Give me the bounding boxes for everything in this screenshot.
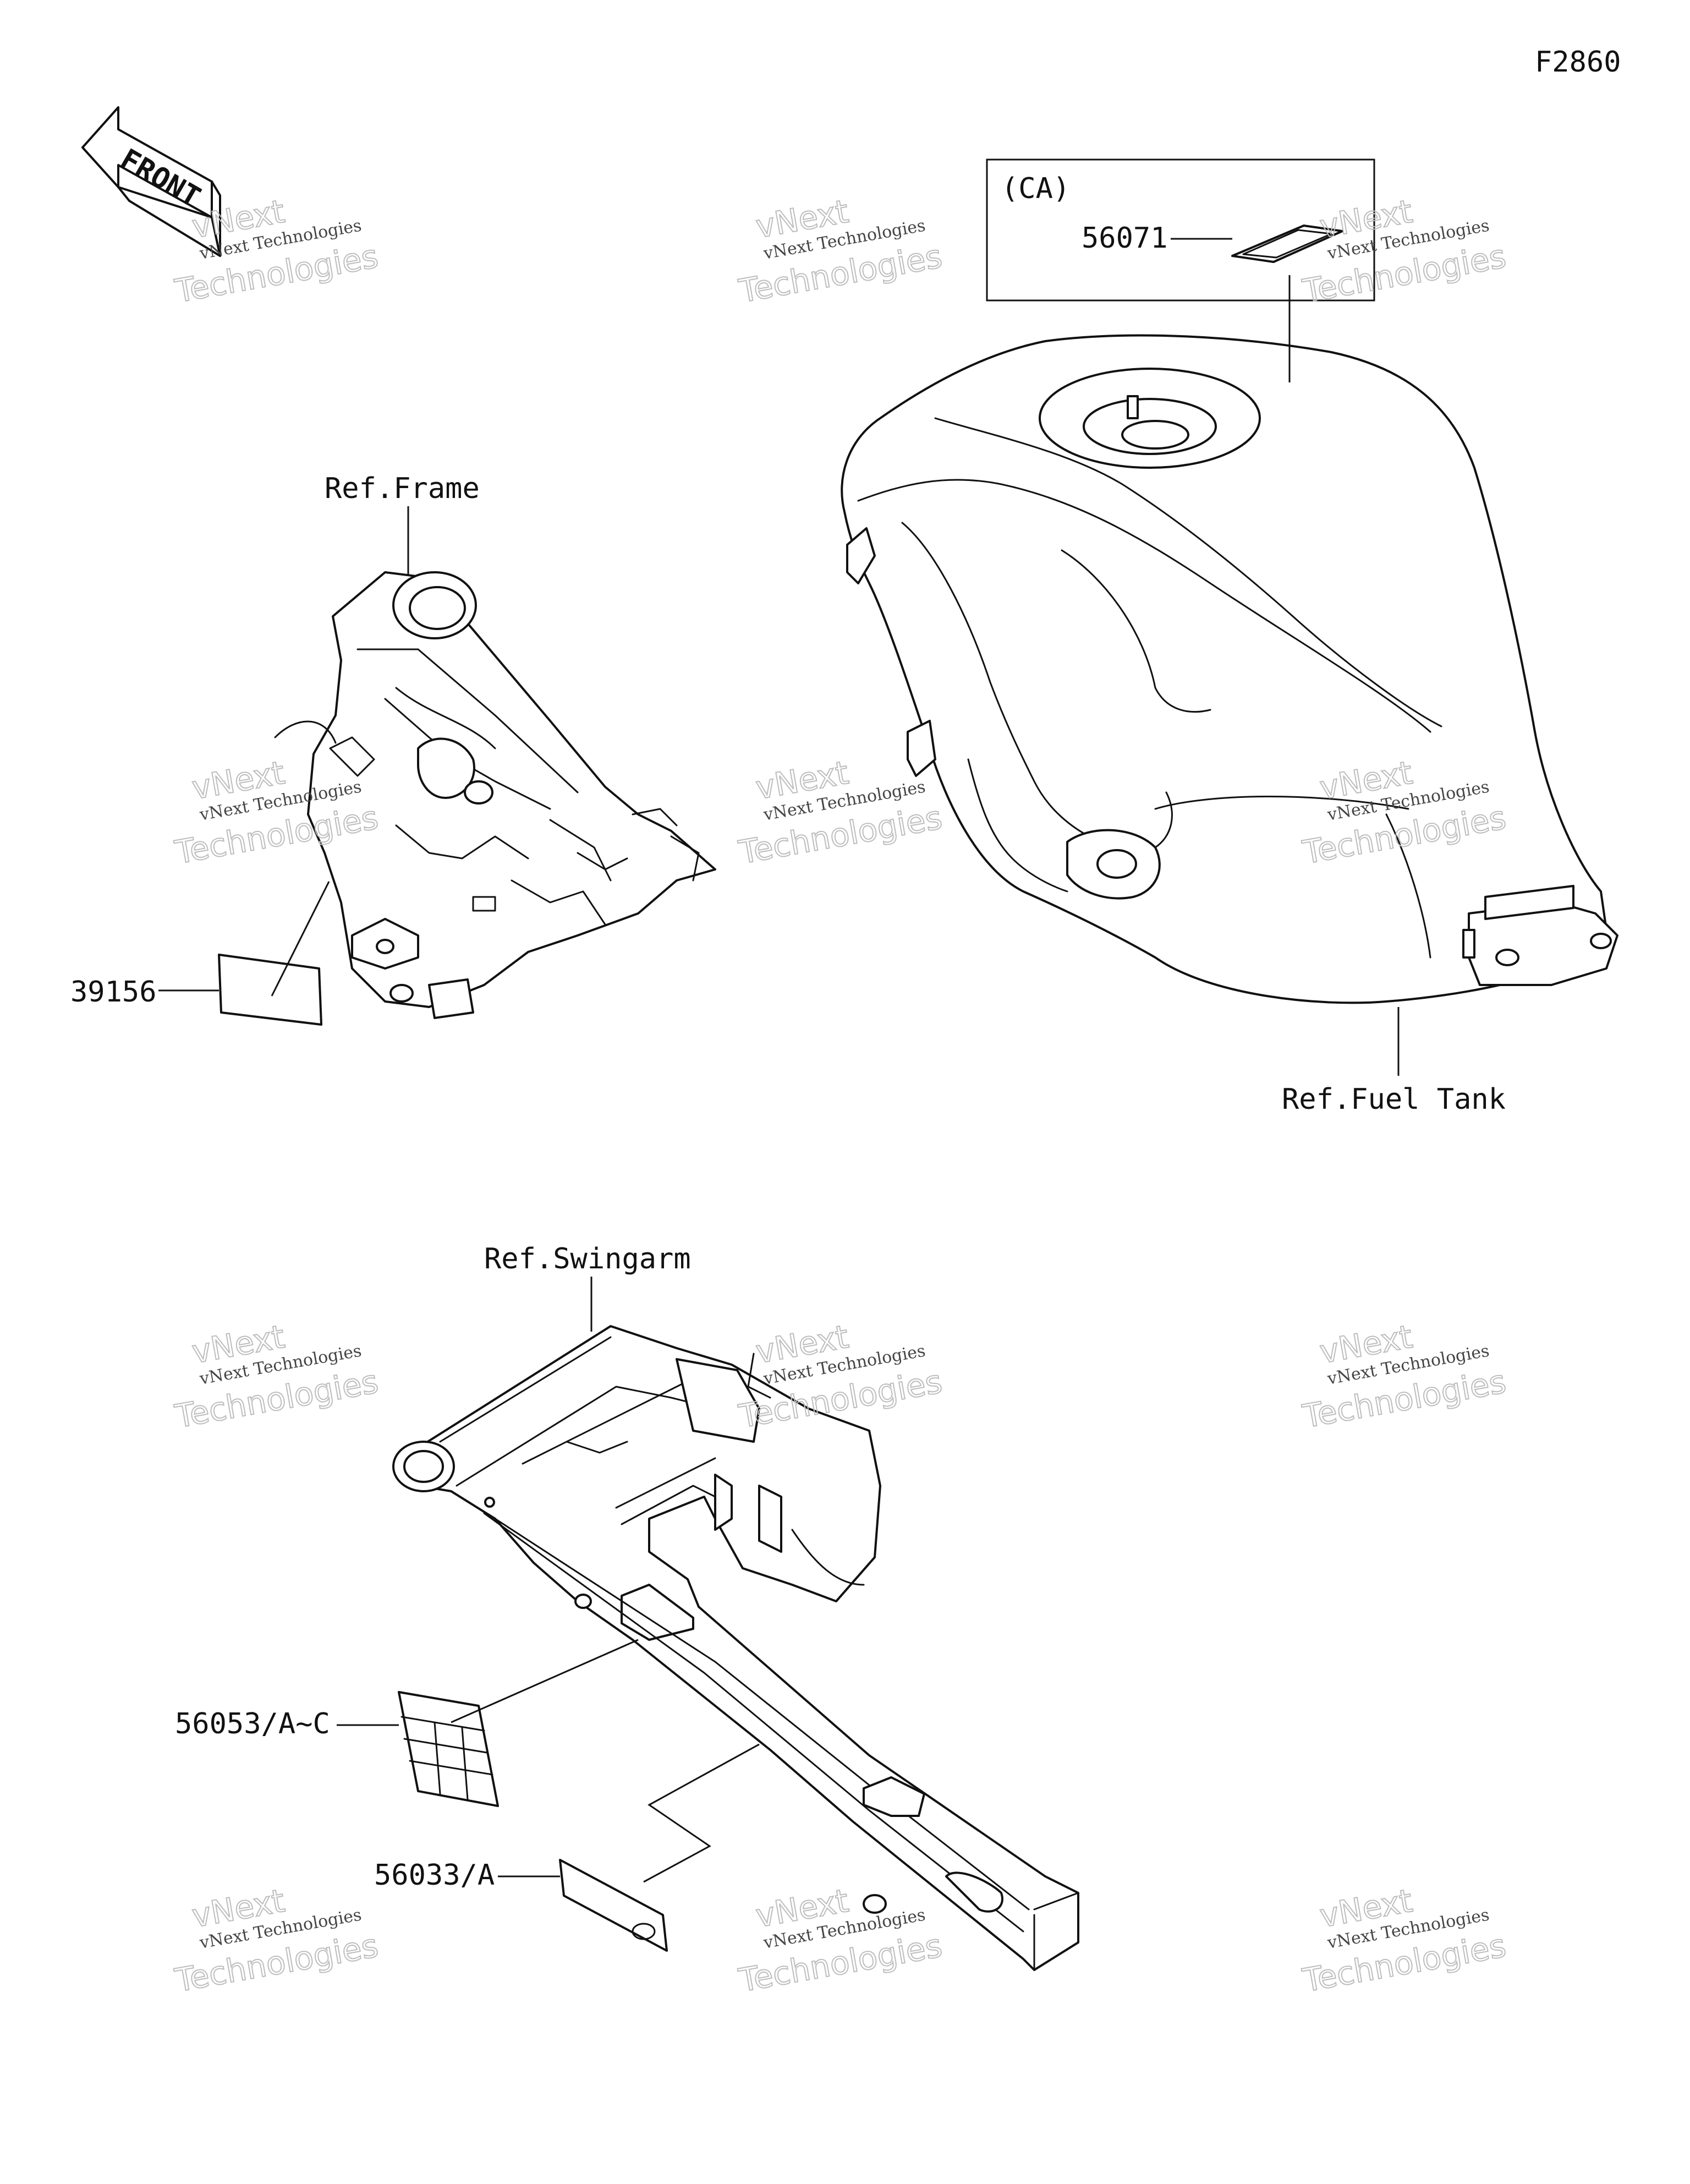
ca-box <box>986 158 1375 302</box>
callout-56053: 56053/A~C <box>175 1707 330 1740</box>
frame <box>274 571 716 1019</box>
label-39156-icon <box>218 954 322 1026</box>
label-56071-icon <box>1231 225 1343 263</box>
fuel-tank <box>841 334 1618 1004</box>
label-56033-icon <box>559 1859 668 1952</box>
callout-56033: 56033/A <box>374 1859 495 1892</box>
figure-code: F2860 <box>1535 46 1621 79</box>
callout-39156: 39156 <box>70 976 157 1009</box>
ref-swingarm: Ref.Swingarm <box>484 1242 691 1276</box>
callout-56071: 56071 <box>1082 222 1168 255</box>
ref-frame: Ref.Frame <box>325 472 480 505</box>
ca-box-label: (CA) <box>1001 172 1070 205</box>
label-56053-icon <box>398 1691 499 1807</box>
ref-fuel-tank: Ref.Fuel Tank <box>1282 1083 1506 1116</box>
swingarm <box>392 1325 1079 1971</box>
